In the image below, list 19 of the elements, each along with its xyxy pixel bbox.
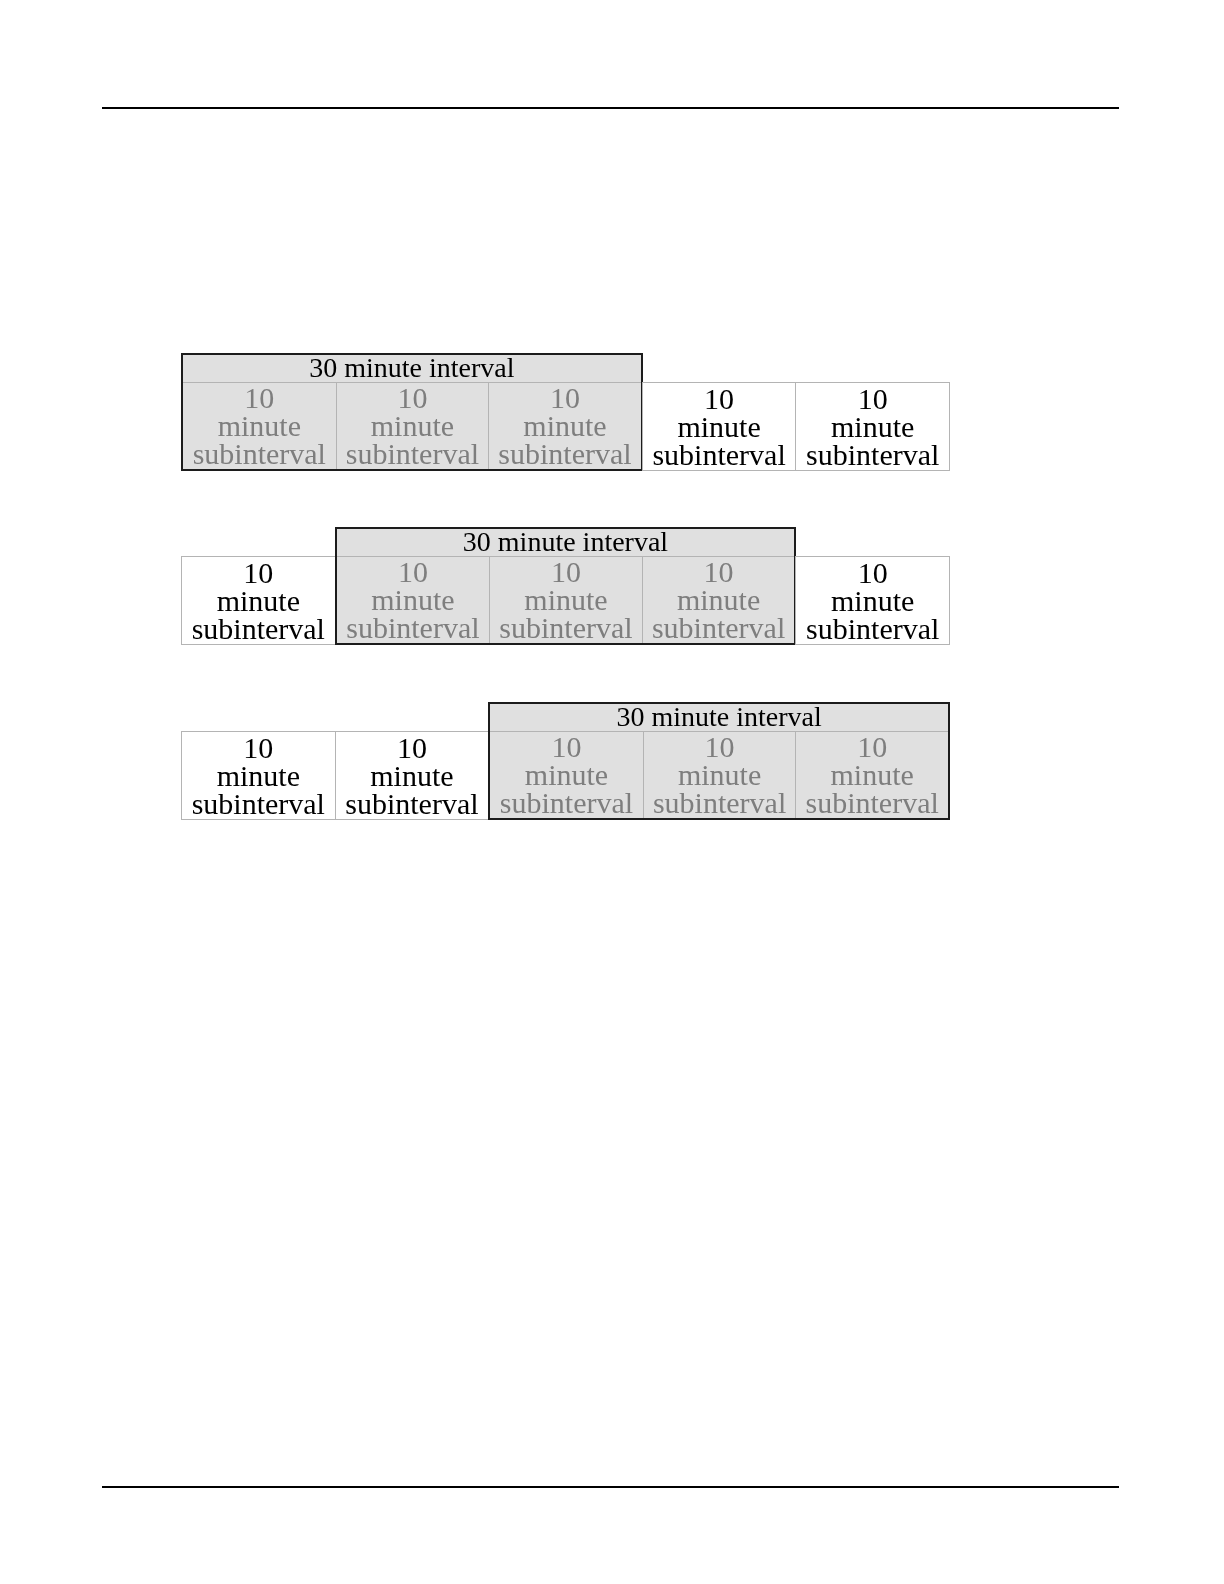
interval-box	[181, 353, 643, 471]
subinterval-cell: 10 minute subinterval	[795, 556, 950, 645]
subinterval-cell: 10 minute subinterval	[795, 382, 950, 471]
subinterval-cell: 10 minute subinterval	[489, 556, 642, 643]
subinterval-cell: 10 minute subinterval	[336, 556, 490, 643]
subinterval-cell: 10 minute subinterval	[795, 731, 948, 818]
subinterval-cell: 10 minute subinterval	[641, 556, 795, 643]
interval-label: 30 minute interval	[462, 527, 669, 557]
interval-label: 30 minute interval	[309, 353, 515, 383]
subinterval-cell: 10 minute subinterval	[181, 731, 336, 820]
interval-label: 30 minute interval	[616, 702, 822, 732]
interval-box	[334, 527, 797, 645]
subinterval-cell: 10 minute subinterval	[335, 382, 489, 469]
interval-box	[488, 702, 950, 820]
subinterval-cell: 10 minute subinterval	[642, 731, 796, 818]
subinterval-cell: 10 minute subinterval	[183, 382, 336, 469]
subinterval-cell: 10 minute subinterval	[490, 731, 643, 818]
subinterval-cell: 10 minute subinterval	[488, 382, 641, 469]
subinterval-cell: 10 minute subinterval	[641, 382, 797, 471]
